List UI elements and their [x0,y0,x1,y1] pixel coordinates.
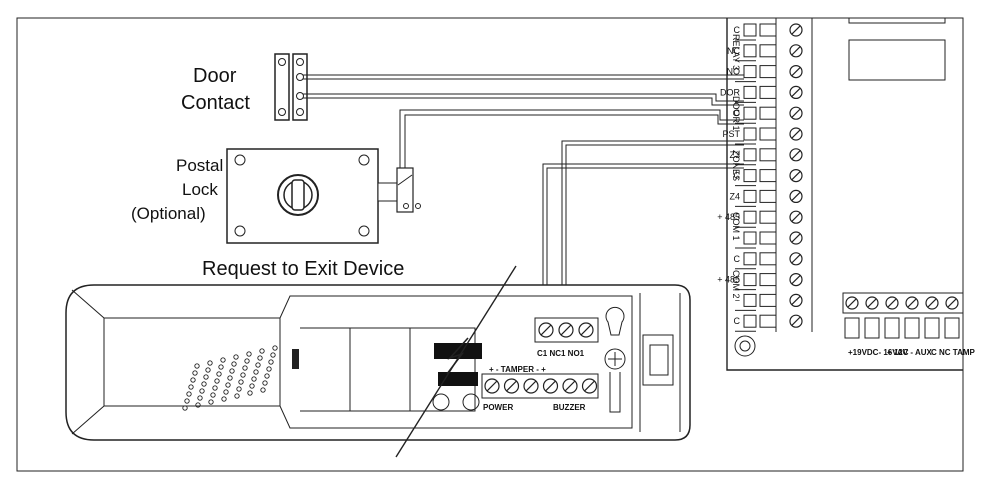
terminal-screw [885,296,899,310]
postal-lock: Postal Lock (Optional) [131,148,421,244]
wiring [303,74,744,318]
panel-terminal-label: C [734,25,741,35]
panel-terminal-label: + 485 [717,275,740,285]
terminal-screw [789,293,803,307]
terminal-screw [789,210,803,224]
rex-power-label: POWER [483,403,513,412]
panel-terminal-label: C [734,316,741,326]
panel-terminal: Z4 [729,189,803,207]
speaker-grille [182,345,278,411]
door-contact-label-1: Door [193,65,237,87]
panel-terminal-label: Z4 [729,191,740,201]
terminal-screw [542,378,559,394]
group-label-relay3: RELAY 3 [731,34,741,70]
rex-relay-label: C1 NC1 NO1 [537,349,585,358]
door-contact-label-2: Contact [181,92,250,114]
panel-terminal: − [735,293,803,311]
terminal-screw [789,169,803,183]
panel-terminal: Z3 [729,148,803,166]
terminal-screw [523,378,539,394]
outer-frame [16,17,964,472]
terminal-screw [789,106,803,120]
terminal-screw [558,322,574,338]
terminal-screw [562,378,578,394]
panel-terminal-label: + 485 [717,212,740,222]
rex-tamper-label: + - TAMPER - + [489,365,546,374]
rex-title: Request to Exit Device [202,258,404,280]
terminal-screw [484,378,500,394]
terminal-screw [503,378,520,394]
terminal-screw [789,189,803,203]
terminal-screw [789,252,803,266]
panel-terminal: DOR [720,85,803,103]
terminal-screw [865,296,879,310]
group-label-com2: COM 2 [731,270,741,299]
terminal-screw [789,23,803,37]
panel-terminal-label: − [735,295,740,305]
panel-terminal: C [734,314,803,332]
panel-terminal: NC [727,44,803,62]
group-label-zones: ZONES [731,150,741,181]
terminal-screw [845,296,859,310]
panel-terminal-label: NO [727,67,741,77]
panel-terminal: C [734,106,803,124]
terminal-screw [789,64,803,79]
panel-terminal: PST [722,127,803,145]
panel-terminal-label: DOR [720,87,741,97]
terminal-screw [578,322,594,338]
terminal-screw [905,296,919,310]
postal-lock-label-2: Lock [182,180,218,199]
panel-bottom-terminals: +19VDC- 16VAC + 12V - AUX C NC TAMP [842,292,976,357]
panel-terminal-label: PST [722,129,740,139]
panel-terminal: + 485 [717,273,803,291]
terminal-screw [581,378,598,394]
terminal-screw [945,296,959,310]
terminal-screw [789,231,803,245]
postal-lock-label-3: (Optional) [131,204,206,223]
panel-terminal: − [735,231,803,249]
group-label-door1: DOOR 1 [731,96,741,131]
terminal-screw [789,85,803,100]
panel-terminal-label: Z3 [729,150,740,160]
group-label-com1: COM 1 [731,212,741,241]
terminal-screw [925,296,939,310]
rex-device: Request to Exit Device C1 NC1 NO1 + - TA… [65,258,691,458]
terminal-screw [789,127,803,141]
postal-lock-label-1: Postal [176,156,223,175]
panel-terminal: + 485 [717,210,803,228]
panel-terminal: C [734,252,803,270]
tamp-terminal-label: C NC TAMP [931,348,976,357]
terminal-screw [789,273,803,287]
panel-terminal: C [734,169,803,187]
panel-terminal: C [734,23,803,41]
terminal-screw [789,148,803,162]
panel-terminal-label: NC [727,46,740,56]
aux-terminal-label: + 12V - AUX [887,348,932,357]
door-contact: Door Contact [181,53,308,121]
power-terminal-label: +19VDC- 16VAC [848,348,909,357]
terminal-screw [538,322,554,338]
panel-terminal-label: C [734,254,741,264]
terminal-screw [789,314,803,328]
terminal-screw [789,44,803,58]
panel-terminal-label: C [734,108,741,118]
panel-terminal-label: C [734,171,741,181]
rex-buzzer-label: BUZZER [553,403,586,412]
panel-terminal-label: − [735,233,740,243]
